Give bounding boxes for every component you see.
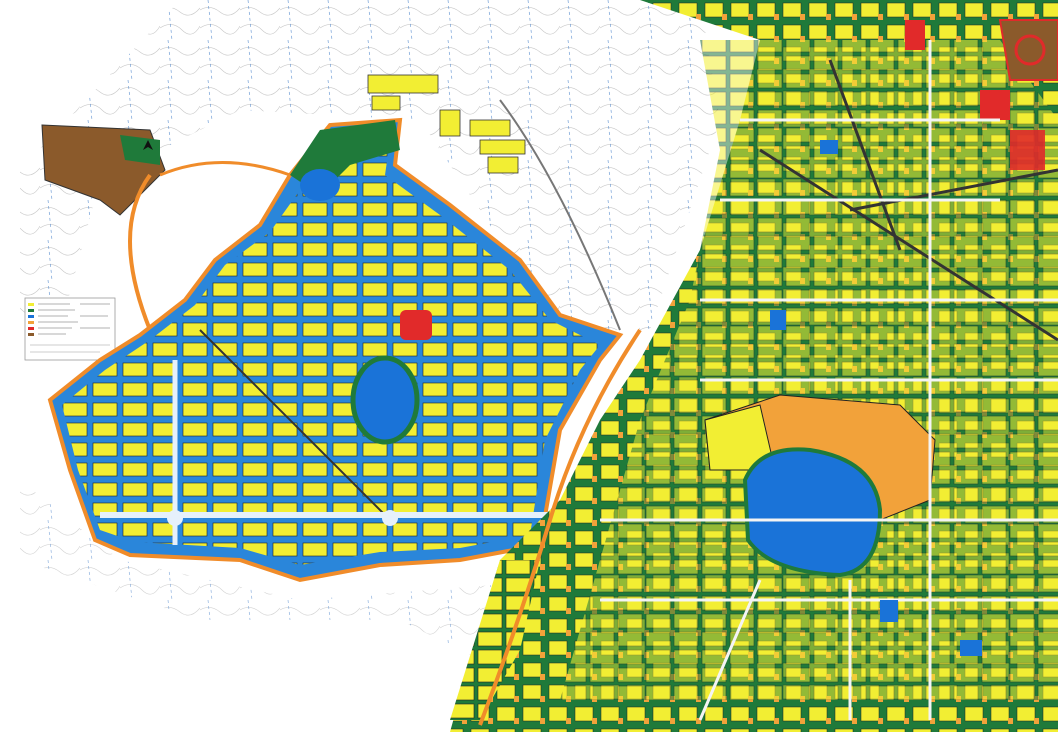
highway-diagonal-2: [759, 148, 1058, 342]
west-diagonal-road: [199, 329, 391, 521]
water-patch-4: [770, 310, 786, 330]
civic-center-red: [400, 310, 432, 340]
special-zone-red-2: [1010, 130, 1045, 170]
west-lake: [350, 355, 420, 445]
topographic-terrain: [20, 0, 720, 330]
brown-zone-ne: [998, 19, 1058, 81]
water-patch-3: [820, 140, 838, 154]
water-patch-2: [960, 640, 982, 656]
east-road-grid: [600, 40, 1058, 721]
north-symbol-icon: [143, 140, 153, 150]
water-patch-1: [880, 600, 898, 622]
special-zone-red-3: [905, 20, 925, 50]
southern-strip: [450, 560, 540, 720]
roundabout-ne: [1014, 34, 1046, 66]
main-orange-arterial: [478, 328, 642, 726]
highway-east: [849, 168, 1058, 212]
highway-north: [499, 99, 621, 331]
orange-connector-road-2: [159, 161, 291, 177]
roundabout-west: [167, 510, 183, 526]
north-pond: [300, 169, 340, 201]
legend: [24, 297, 116, 361]
village-green: [120, 135, 160, 165]
east-city-blocks-overlay: [560, 40, 1058, 700]
special-zone-red-1: [980, 90, 1010, 120]
east-lake: [742, 447, 883, 578]
west-plan-blocks: [62, 140, 600, 565]
roundabout-center: [382, 510, 398, 526]
highway-diagonal-1: [828, 59, 902, 251]
orange-connector-road: [128, 173, 152, 331]
north-settlement: [367, 74, 526, 174]
